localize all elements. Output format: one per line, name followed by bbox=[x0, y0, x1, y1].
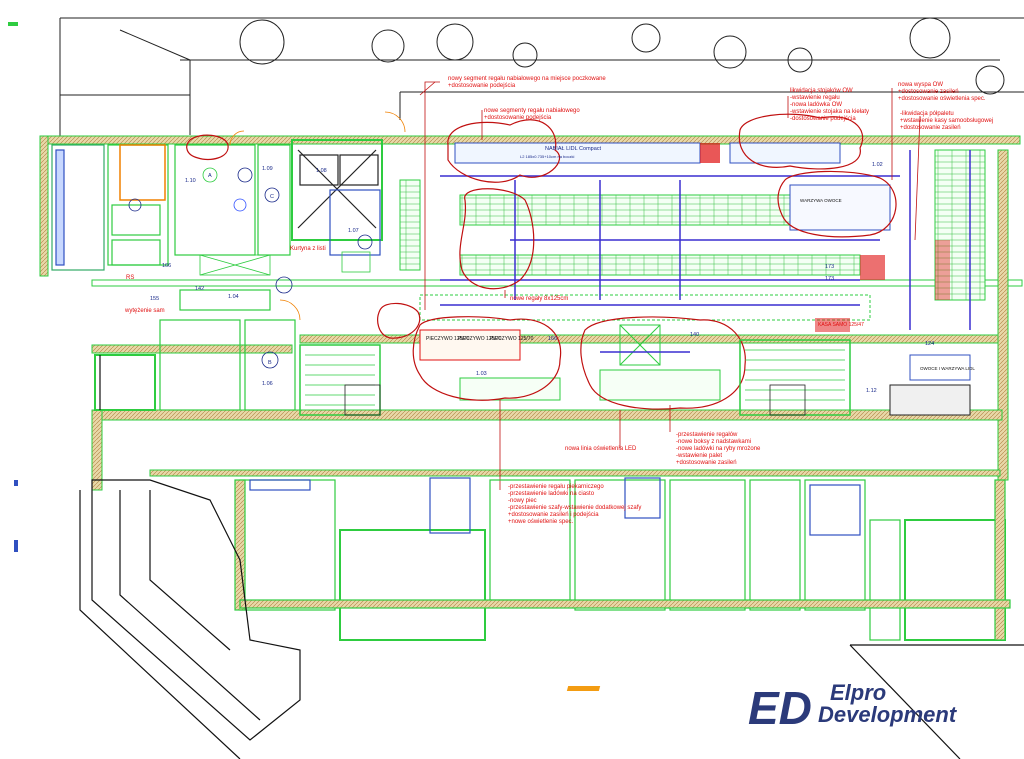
logo-line2: Development bbox=[818, 702, 958, 727]
lower-units bbox=[234, 477, 1011, 641]
oven-label-2: PIECZYWO 125/70 bbox=[458, 336, 502, 342]
room-108: 1.08 bbox=[316, 168, 327, 174]
oven-label-1: PIECZYWO 125/70 bbox=[426, 336, 470, 342]
room-107: 1.07 bbox=[348, 228, 359, 234]
annotation-6: nowe regały 8x125cm bbox=[510, 296, 568, 302]
dim-166-b: 166 bbox=[548, 336, 557, 342]
room-109: 1.09 bbox=[262, 166, 273, 172]
room-104: 1.04 bbox=[228, 294, 239, 300]
sales-floor bbox=[399, 142, 986, 416]
checkout-label: KASA SAMO 125/47 bbox=[818, 322, 864, 328]
logo-mark: ED bbox=[748, 682, 812, 734]
produce-island-label: WARZYWA OWOCE bbox=[800, 198, 842, 203]
staff-rooms bbox=[51, 139, 383, 411]
room-103: 1.03 bbox=[476, 371, 487, 377]
annotation-2: nowe segmenty regału nabiałowego +dostos… bbox=[484, 108, 581, 121]
extraction-label: wytężenie sam bbox=[124, 308, 165, 314]
annotation-1: nowy segment regału nabiałowego na miejs… bbox=[448, 76, 607, 89]
annotation-8: -przestawienie regałów -nowe boksy z nad… bbox=[676, 432, 762, 466]
marker-a: A bbox=[208, 173, 212, 179]
room-112: 1.12 bbox=[866, 388, 877, 394]
marker-c: C bbox=[270, 194, 274, 200]
exterior-top bbox=[59, 17, 1024, 140]
dim-173-b: 173 bbox=[825, 276, 834, 282]
room-106: 1.06 bbox=[262, 381, 273, 387]
dim-140: 140 bbox=[690, 332, 699, 338]
exterior-left bbox=[79, 355, 1024, 759]
staff-fixtures bbox=[128, 111, 406, 369]
staircases bbox=[299, 339, 851, 416]
revision-clouds bbox=[186, 113, 897, 410]
rs-label: RS bbox=[126, 275, 134, 281]
leader-lines bbox=[419, 81, 921, 490]
building-walls bbox=[39, 135, 1023, 491]
annotation-3: likwidacja stojaków OW -wstawienie regał… bbox=[790, 88, 871, 122]
annotation-5: -likwidacja półpaletu +wstawienie kasy s… bbox=[900, 111, 995, 131]
dairy-label: NABIAŁ LIDL Compact bbox=[545, 146, 602, 152]
dim-155: 155 bbox=[150, 296, 159, 302]
produce-label: OWOCE I WARZYWA LIDL bbox=[920, 366, 975, 371]
annotation-4: nowa wyspa OW +dostosowanie zasileń +dos… bbox=[898, 82, 986, 102]
annotations: nowy segment regału nabiałowego na miejs… bbox=[448, 76, 995, 525]
dim-124: 124 bbox=[925, 341, 934, 347]
dim-142: 142 bbox=[195, 286, 204, 292]
annotation-9: -przestawienie regału piekarniczego -prz… bbox=[508, 484, 643, 525]
room-labels: NABIAŁ LIDL Compact L2 185x0.735+10cm na… bbox=[124, 146, 975, 394]
logo-line1: Elpro bbox=[830, 680, 886, 705]
elpro-logo: ED Elpro Development bbox=[566, 680, 958, 734]
room-110: 1.10 bbox=[185, 178, 196, 184]
dim-173-a: 173 bbox=[825, 264, 834, 270]
annotation-7: nowa linia oświetlenia LED bbox=[565, 446, 637, 452]
curtain-label: Kurtyna z listi bbox=[290, 246, 326, 252]
marker-b: B bbox=[268, 360, 272, 366]
dim-166-a: 166 bbox=[162, 263, 171, 269]
room-102: 1.02 bbox=[872, 162, 883, 168]
exterior-marks bbox=[8, 22, 18, 552]
oven-label-3: PIECZYWO 125/70 bbox=[490, 336, 534, 342]
shelf-lines bbox=[440, 150, 971, 353]
dairy-dim-label: L2 185x0.735+10cm na boczki bbox=[520, 154, 574, 159]
